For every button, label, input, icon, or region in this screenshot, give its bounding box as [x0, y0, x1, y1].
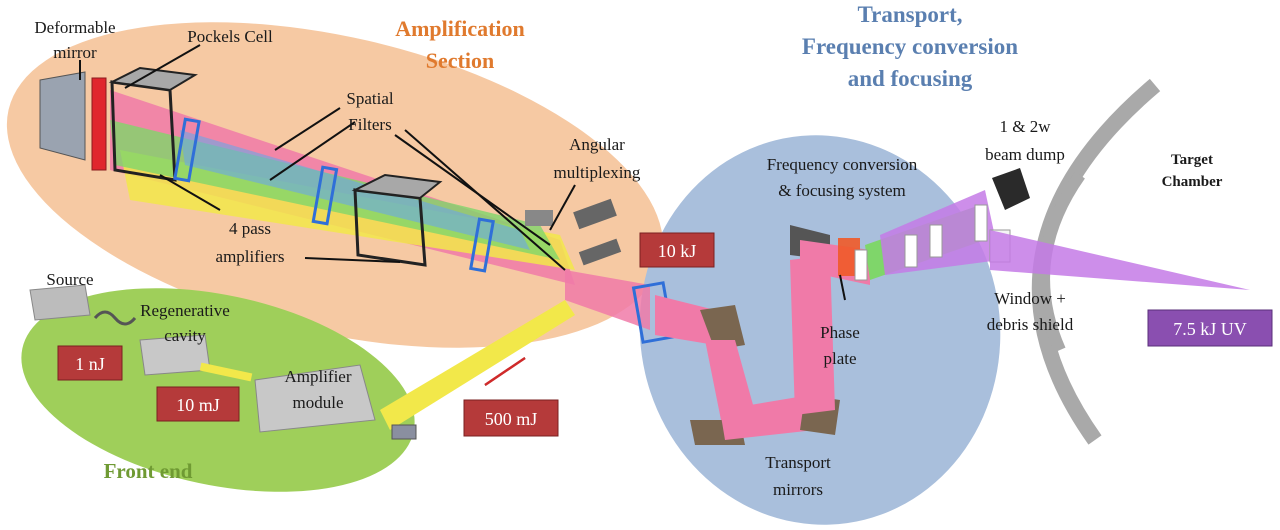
beam-dump — [992, 168, 1030, 210]
freq-crystal-1 — [854, 249, 868, 281]
badge-500mj: 500 mJ — [463, 399, 559, 437]
label-target-line1: Target — [1171, 152, 1213, 168]
label-angular-line2: multiplexing — [554, 163, 641, 182]
label-freqconv-line1: Frequency conversion — [767, 155, 918, 174]
label-target-line2: Chamber — [1162, 174, 1223, 190]
badge-10mj: 10 mJ — [156, 386, 240, 422]
angular-mux-mirror-3 — [525, 210, 553, 226]
label-window-line1: Window + — [994, 289, 1066, 308]
badge-10kj: 10 kJ — [639, 232, 715, 268]
label-angular-line1: Angular — [569, 135, 625, 154]
transport-title-line3: and focusing — [848, 66, 973, 91]
amplification-title-line2: Section — [426, 48, 494, 73]
label-spatial-line2: Filters — [348, 115, 391, 134]
deformable-mirror — [39, 71, 86, 161]
label-source: Source — [46, 270, 93, 289]
angular-mux-mirror-2 — [578, 238, 622, 266]
label-ampmodule-line1: Amplifier — [284, 367, 351, 386]
lens-3 — [469, 217, 495, 273]
freq-crystal-2 — [904, 234, 918, 268]
front-end-title: Front end — [104, 459, 193, 483]
red-arrow — [484, 356, 526, 387]
label-4pass-line2: amplifiers — [216, 247, 285, 266]
transport-beam-4 — [790, 255, 835, 415]
label-regen-line2: cavity — [164, 326, 206, 345]
label-deformable-line1: Deformable — [34, 18, 115, 37]
label-pockels: Pockels Cell — [187, 27, 273, 46]
lens-1 — [173, 117, 201, 183]
angular-mux-mirror-1 — [573, 198, 617, 230]
label-deformable-line2: mirror — [53, 43, 97, 62]
pockels-cell — [91, 77, 107, 171]
output-beam — [565, 270, 650, 330]
label-beamdump-line1: 1 & 2w — [1000, 117, 1052, 136]
amplification-title-line1: Amplification — [395, 16, 525, 41]
label-regen-line1: Regenerative — [140, 301, 230, 320]
label-window-line2: debris shield — [987, 315, 1074, 334]
label-4pass-line1: 4 pass — [229, 219, 271, 238]
front-end-beam — [380, 300, 575, 430]
label-beamdump-line2: beam dump — [985, 145, 1065, 164]
amplifier-cage-2-top — [351, 173, 443, 200]
label-transport-mirrors-line2: mirrors — [773, 480, 823, 499]
lens-2 — [311, 165, 339, 226]
front-end-output-box — [391, 424, 417, 440]
badge-75kj-uv: 7.5 kJ UV — [1147, 309, 1273, 347]
badge-75kj-uv-text: 7.5 kJ UV — [1173, 319, 1247, 339]
fiber-coil — [93, 310, 137, 326]
label-phase-line2: plate — [823, 349, 856, 368]
freq-crystal-3 — [929, 224, 943, 258]
badge-500mj-text: 500 mJ — [485, 409, 538, 429]
transport-beam-1 — [655, 295, 715, 345]
label-ampmodule-line2: module — [293, 393, 344, 412]
badge-1nj-text: 1 nJ — [75, 354, 105, 374]
badge-10mj-text: 10 mJ — [176, 395, 220, 415]
transport-mirror-1 — [700, 305, 745, 350]
transport-title-line2: Frequency conversion — [802, 34, 1018, 59]
transport-beam-3 — [720, 395, 815, 440]
source-box — [29, 284, 91, 321]
badge-1nj: 1 nJ — [57, 345, 123, 381]
amplifier-module-box — [254, 364, 376, 433]
label-transport-mirrors-line1: Transport — [765, 453, 831, 472]
freq-crystal-4 — [974, 204, 988, 242]
label-spatial-line1: Spatial — [346, 89, 393, 108]
regen-beam — [199, 362, 253, 382]
label-phase-line1: Phase — [820, 323, 860, 342]
badge-10kj-text: 10 kJ — [658, 241, 697, 261]
uv-beam — [990, 230, 1250, 290]
transport-title-line1: Transport, — [858, 2, 963, 27]
label-freqconv-line2: & focusing system — [778, 181, 906, 200]
leader-lines — [79, 44, 846, 386]
